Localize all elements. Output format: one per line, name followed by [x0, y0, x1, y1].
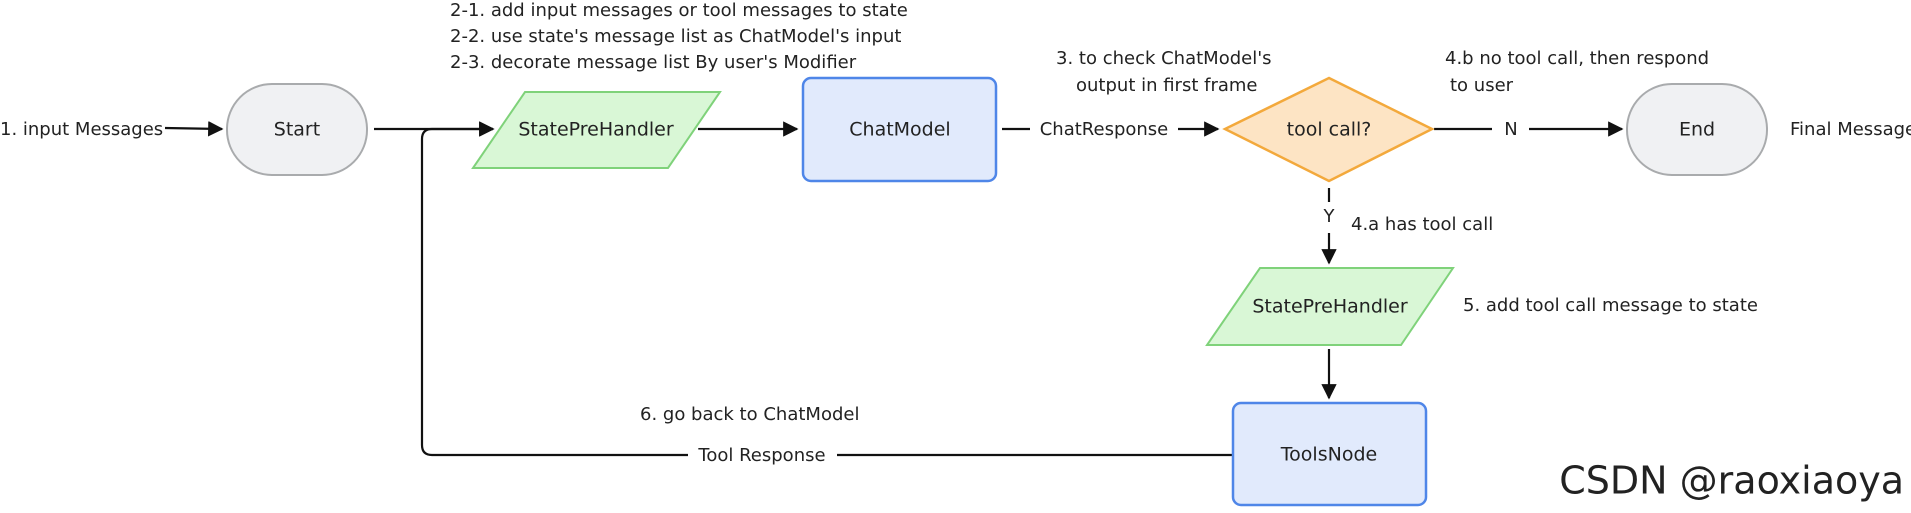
state-pre-handler-2-label: StatePreHandler	[1252, 296, 1408, 318]
step-4b-annotation-line2: to user	[1450, 75, 1514, 96]
tool-response-edge-label: Tool Response	[697, 445, 825, 466]
tools-node-label: ToolsNode	[1280, 444, 1377, 466]
step-3-annotation-line1: 3. to check ChatModel's	[1056, 48, 1272, 69]
chat-model-node: ChatModel	[801, 76, 998, 183]
start-node-label: Start	[274, 119, 320, 141]
edge-loop-back-to-handler	[420, 121, 688, 457]
step-5-annotation: 5. add tool call message to state	[1463, 295, 1758, 316]
step-2-2-annotation: 2-2. use state's message list as ChatMod…	[450, 26, 901, 47]
step-3-annotation-line2: output in first frame	[1076, 75, 1258, 96]
edge-input-to-start	[164, 121, 224, 137]
step-4a-annotation: 4.a has tool call	[1351, 214, 1493, 235]
no-edge-label: N	[1504, 119, 1517, 140]
end-node: End	[1626, 83, 1768, 176]
yes-edge-label: Y	[1323, 206, 1336, 227]
state-pre-handler-label: StatePreHandler	[518, 119, 674, 141]
step-6-annotation: 6. go back to ChatModel	[640, 404, 859, 425]
tool-call-decision-node: tool call?	[1222, 76, 1435, 183]
state-pre-handler-2-node: StatePreHandler	[1205, 267, 1455, 346]
tool-call-decision-label: tool call?	[1287, 119, 1372, 141]
watermark: CSDN @raoxiaoya	[1559, 459, 1904, 503]
chat-model-label: ChatModel	[849, 119, 950, 141]
tools-node: ToolsNode	[1231, 401, 1428, 507]
chat-response-edge-label: ChatResponse	[1040, 119, 1169, 140]
step-2-1-annotation: 2-1. add input messages or tool messages…	[450, 0, 908, 21]
state-pre-handler-node: StatePreHandler	[471, 91, 722, 169]
step-2-3-annotation: 2-3. decorate message list By user's Mod…	[450, 52, 857, 73]
step-4b-annotation-line1: 4.b no tool call, then respond	[1445, 48, 1709, 69]
start-node: Start	[226, 83, 368, 176]
end-node-label: End	[1679, 119, 1715, 141]
final-message-annotation: Final Message	[1790, 119, 1911, 140]
input-messages-annotation: 1. input Messages	[0, 119, 163, 140]
